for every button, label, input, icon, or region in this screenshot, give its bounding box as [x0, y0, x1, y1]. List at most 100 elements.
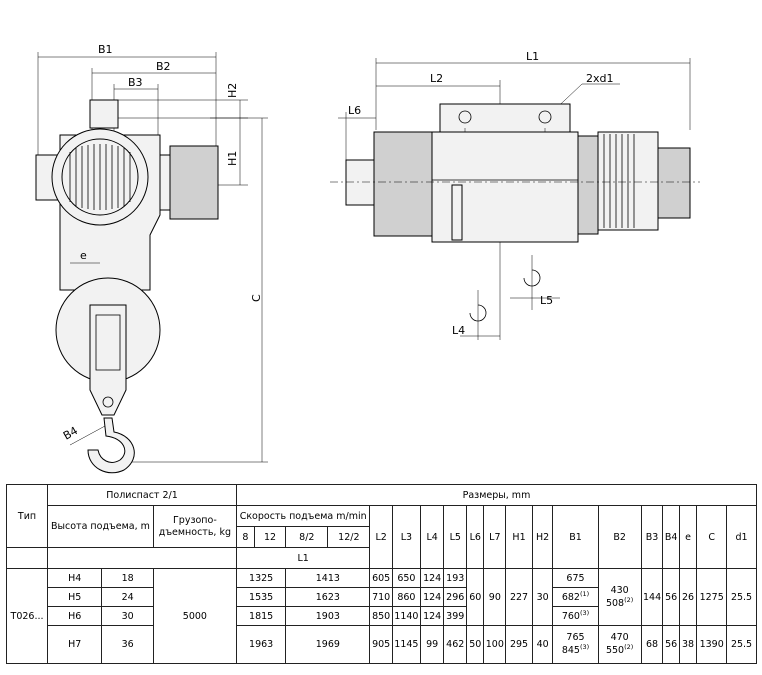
cell-type: T026...	[5, 568, 49, 664]
th-l2: L2	[369, 505, 393, 569]
th-b4: B4	[662, 505, 680, 569]
label-2xd1: 2xd1	[586, 72, 614, 85]
cell-b2: 430 508(2)	[597, 568, 642, 626]
cell-b2-value: 550	[605, 645, 625, 657]
th-capacity: Грузопо-дъемность, kg	[152, 505, 237, 548]
cell-l4: 124	[419, 568, 445, 588]
cell-l1b: 1903	[285, 606, 371, 626]
label-h1: H1	[226, 151, 239, 166]
cell-height: 30	[101, 606, 154, 626]
cell-b1: 760(3)	[552, 606, 599, 626]
cell-l1a: 1815	[235, 606, 287, 626]
cell-l4: 124	[419, 606, 445, 626]
cell-l1a: 1325	[235, 568, 287, 588]
label-l4: L4	[452, 324, 465, 337]
th-type-blank	[5, 547, 49, 569]
cell-b4: 56	[662, 625, 680, 664]
th-b1: B1	[552, 505, 599, 569]
cell-l5: 399	[443, 606, 468, 626]
label-e: e	[80, 249, 87, 262]
table-row: H5 24 1535 1623 710 860 124 296 682(1)	[7, 587, 757, 607]
cell-l2: 850	[369, 606, 393, 626]
cell-h: H6	[47, 606, 103, 626]
cell-l3: 1140	[391, 606, 421, 626]
cell-b3: 144	[640, 568, 664, 626]
th-l3: L3	[391, 505, 421, 569]
technical-drawing: B1 B2 B3 H2 H1 C	[35, 43, 700, 474]
front-view: B1 B2 B3 H2 H1 C	[35, 43, 268, 474]
th-l5: L5	[443, 505, 468, 569]
th-speed-12-2: 12/2	[327, 526, 371, 548]
cell-e: 26	[678, 568, 698, 626]
th-d1: d1	[726, 505, 757, 569]
cell-l3: 650	[391, 568, 421, 588]
cell-height: 18	[101, 568, 154, 588]
th-l1: L1	[235, 547, 371, 569]
cell-l7: 90	[483, 568, 507, 626]
th-l7: L7	[483, 505, 507, 569]
cell-l1b: 1413	[285, 568, 371, 588]
cell-l5: 296	[443, 587, 468, 607]
th-polyspast: Полиспаст 2/1	[47, 484, 237, 506]
cell-l2: 905	[369, 625, 393, 664]
label-b1: B1	[98, 43, 113, 56]
cell-l6: 50	[466, 625, 485, 664]
cell-l6: 60	[466, 568, 485, 626]
cell-height: 24	[101, 587, 154, 607]
th-speed: Скорость подъема m/min	[235, 505, 371, 527]
cell-d1: 25.5	[726, 568, 757, 626]
cell-e: 38	[678, 625, 698, 664]
cell-b2-value: 430	[610, 584, 629, 596]
cell-b1-value: 845	[561, 645, 580, 657]
th-height: Высота подъема, m	[47, 505, 154, 548]
th-speed-8: 8	[235, 526, 255, 548]
th-c: C	[696, 505, 728, 569]
cell-l2: 605	[369, 568, 393, 588]
table-row: H7 36 1963 1969 905 1145 99 462 50 100 2…	[7, 625, 757, 664]
label-b4: B4	[61, 424, 80, 443]
label-c: C	[250, 294, 263, 302]
th-b3: B3	[640, 505, 664, 569]
label-l5: L5	[540, 294, 553, 307]
th-b2: B2	[597, 505, 642, 569]
th-type: Тип	[5, 484, 49, 548]
cell-l3: 860	[391, 587, 421, 607]
cell-l5: 193	[443, 568, 468, 588]
cell-b1: 765 845(3)	[552, 625, 599, 664]
cell-c: 1390	[696, 625, 728, 664]
cell-l1b: 1623	[285, 587, 371, 607]
cell-d1: 25.5	[726, 625, 757, 664]
cell-b2-value: 508	[605, 598, 625, 610]
cell-h2: 40	[531, 625, 554, 664]
cell-l7: 100	[483, 625, 507, 664]
cell-l1a: 1535	[235, 587, 287, 607]
specifications-table: Тип Полиспаст 2/1 Размеры, mm Высота под…	[5, 484, 758, 664]
footnote-mark: (3)	[579, 643, 590, 652]
footnote-mark: (1)	[579, 590, 590, 599]
cell-b4: 56	[662, 568, 680, 626]
th-l6: L6	[466, 505, 485, 569]
cell-b1-value: 682	[561, 592, 580, 604]
cell-b3: 68	[640, 625, 664, 664]
cell-b1-value: 765	[566, 632, 585, 644]
footnote-mark: (3)	[579, 609, 590, 618]
footnote-mark: (2)	[624, 643, 634, 652]
cell-h: H4	[47, 568, 103, 588]
th-l4: L4	[419, 505, 445, 569]
label-h2: H2	[226, 83, 239, 98]
cell-h1: 227	[505, 568, 533, 626]
label-l1: L1	[526, 50, 539, 63]
cell-b1: 682(1)	[552, 587, 599, 607]
cell-l4: 99	[419, 625, 445, 664]
label-b3: B3	[128, 76, 143, 89]
th-blank	[47, 547, 237, 569]
cell-height: 36	[101, 625, 154, 664]
cell-c: 1275	[696, 568, 728, 626]
cell-capacity: 5000	[152, 568, 237, 664]
cell-l3: 1145	[391, 625, 421, 664]
cell-b1-value: 760	[561, 611, 580, 623]
label-l6: L6	[348, 104, 361, 117]
cell-h2: 30	[531, 568, 554, 626]
th-h2: H2	[531, 505, 554, 569]
cell-h1: 295	[505, 625, 533, 664]
